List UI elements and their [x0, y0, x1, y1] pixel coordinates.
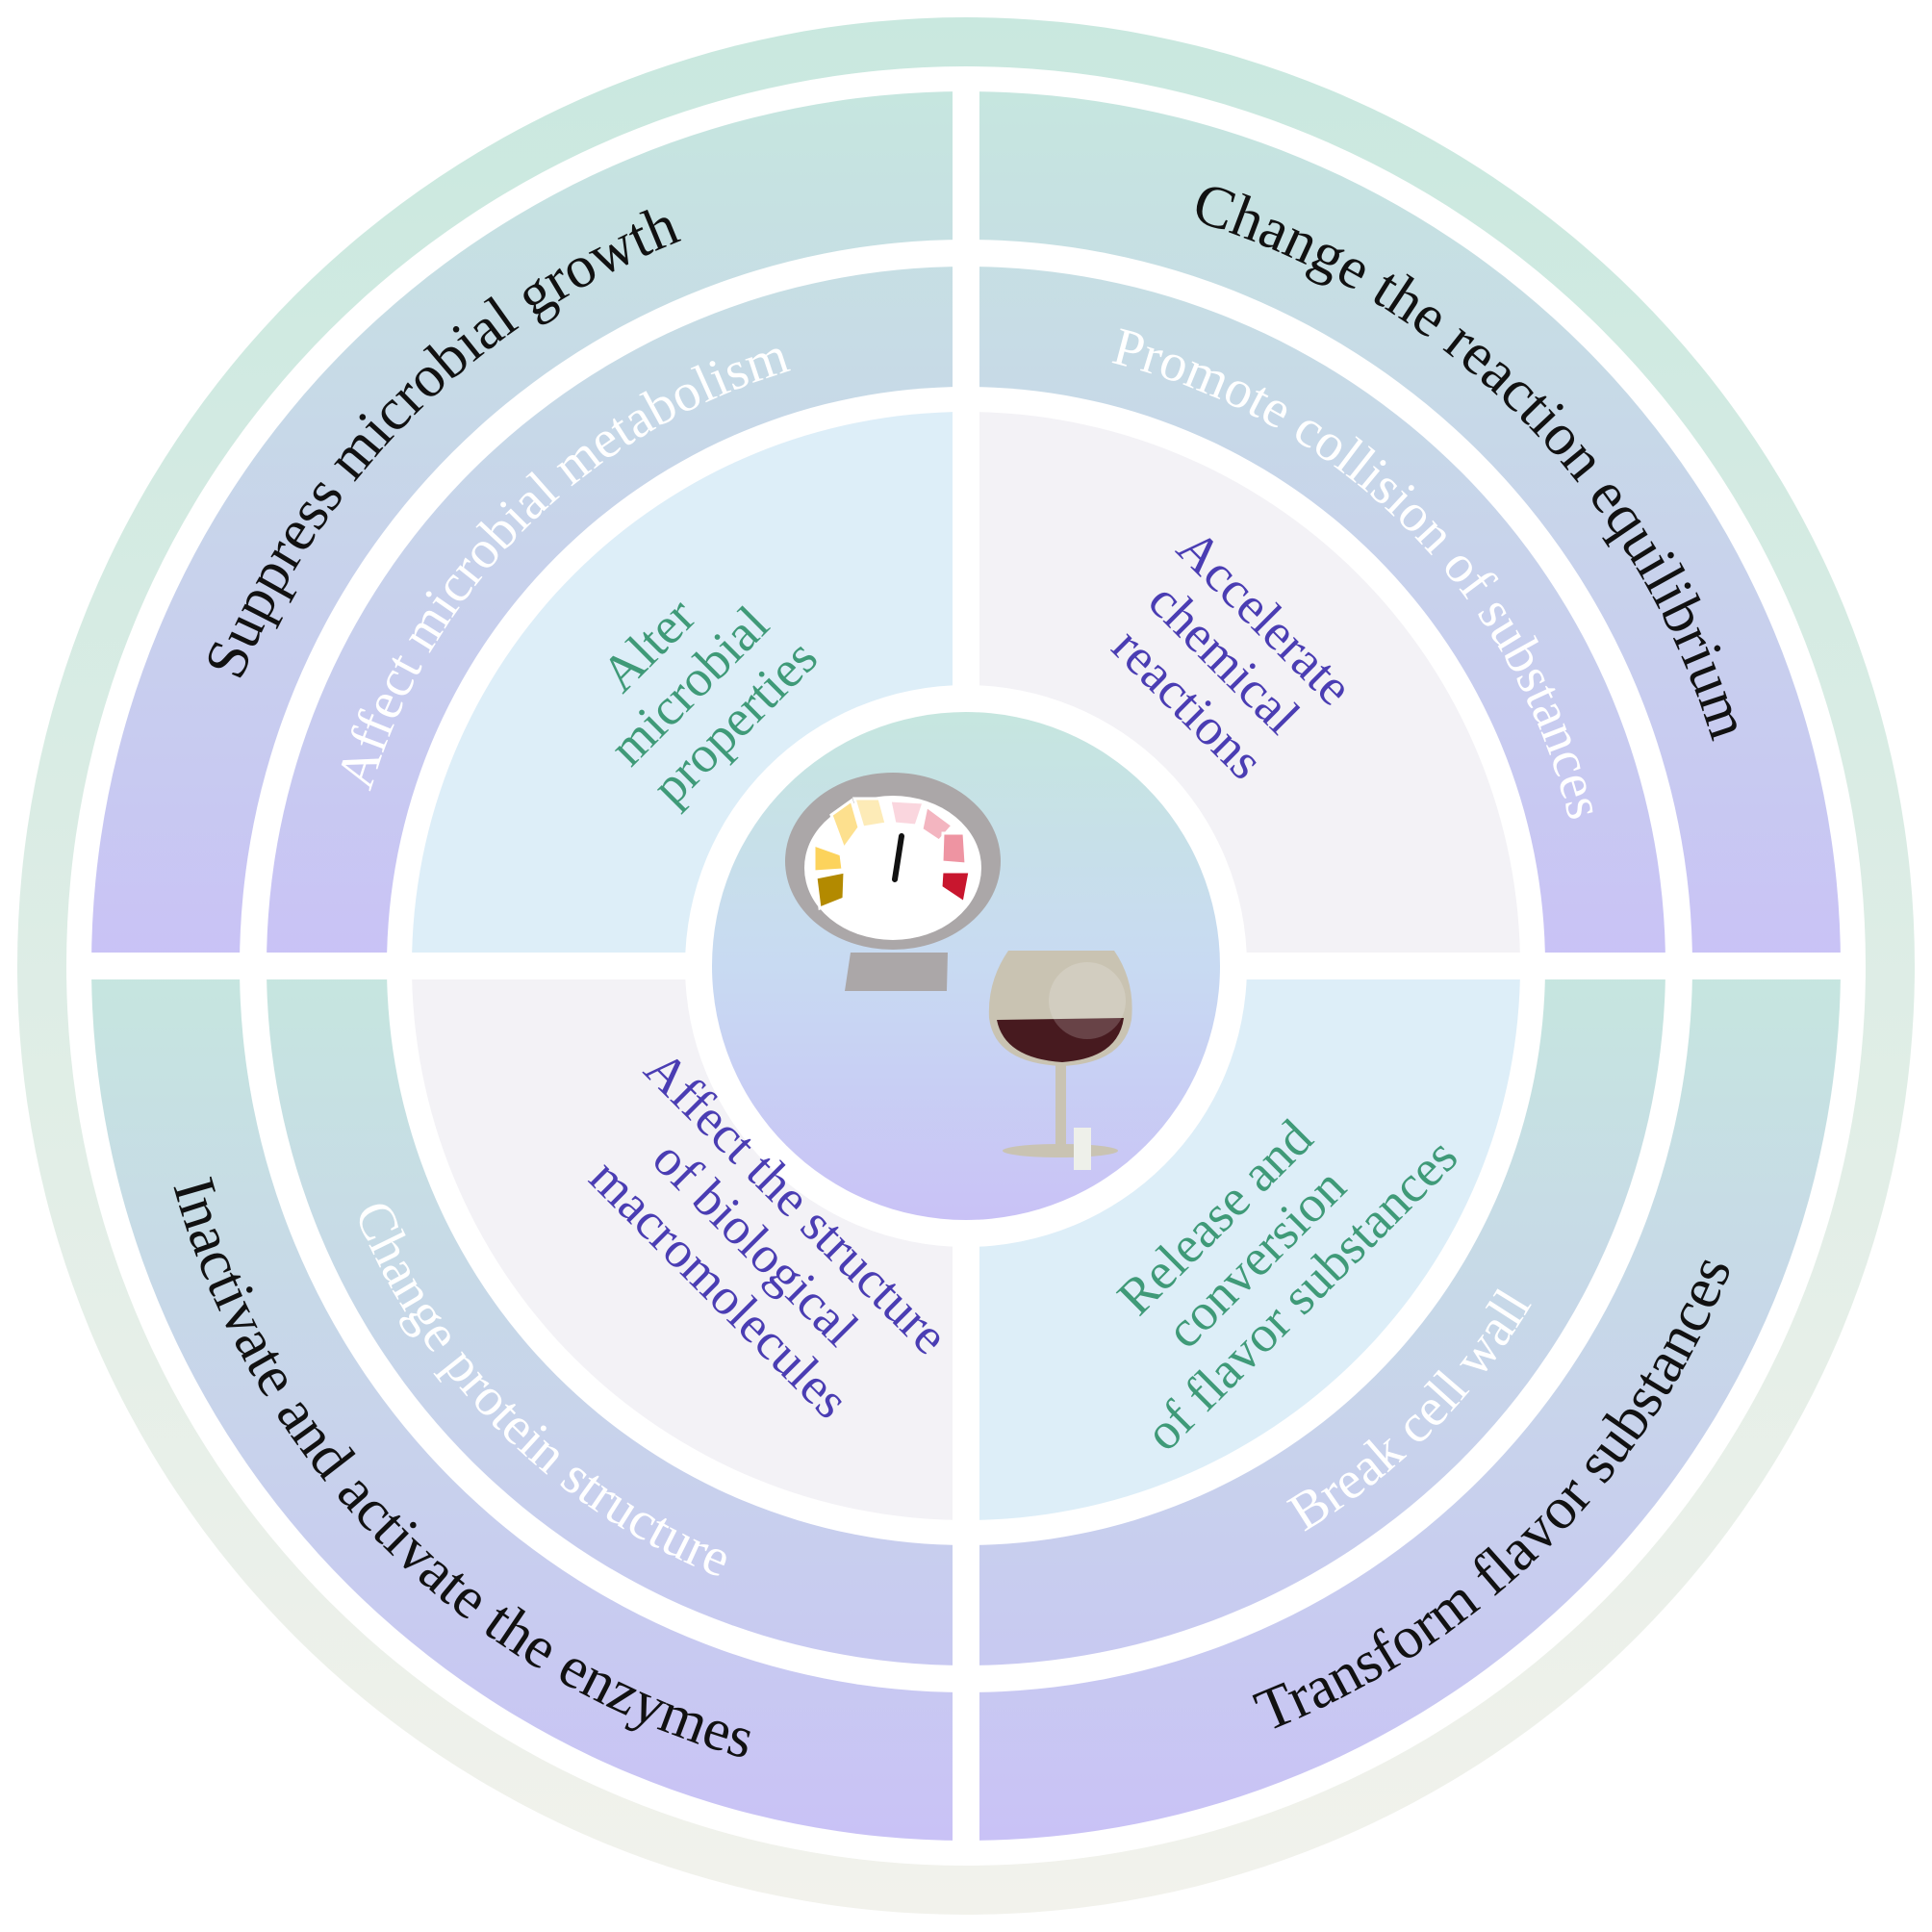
center-circle	[712, 712, 1220, 1220]
wine-glass-icon	[988, 951, 1132, 1170]
pressure-gauge-icon	[785, 773, 1001, 991]
